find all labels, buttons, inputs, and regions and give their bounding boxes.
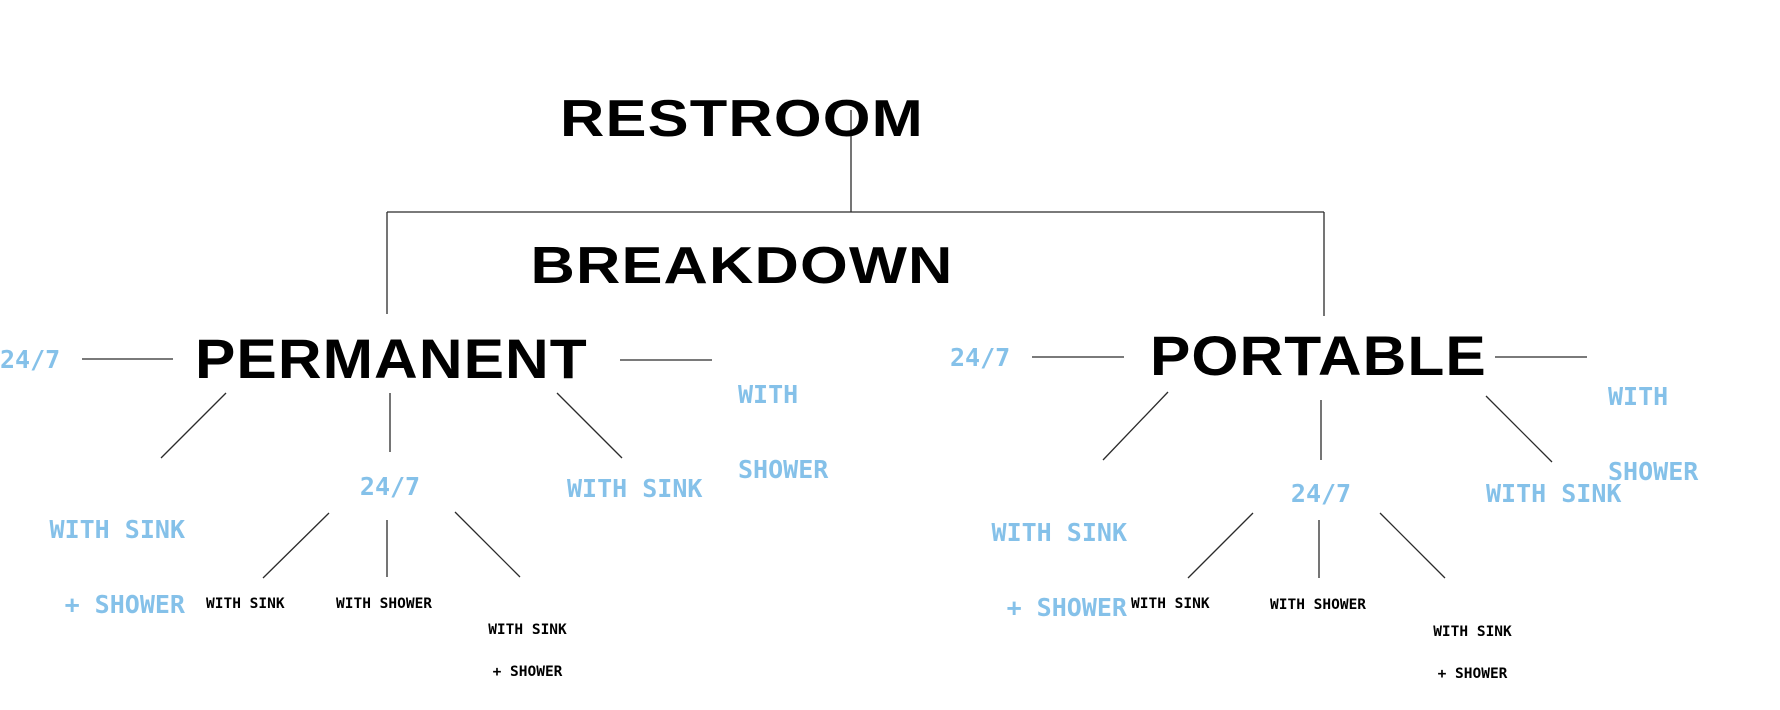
node-portable-sink: WITH SINK xyxy=(1486,479,1622,508)
connector-permanent-down-right xyxy=(556,392,623,459)
label-line: WITH SINK xyxy=(49,515,185,544)
node-permanent-247: 24/7 xyxy=(359,472,421,501)
leaf-permanent-247-sink: WITH SINK xyxy=(206,596,285,612)
connector-permanent-down-left xyxy=(160,392,227,459)
connector-portable-247-right xyxy=(1379,512,1446,579)
node-permanent: PERMANENT xyxy=(195,327,588,390)
label-line: SHOWER xyxy=(1608,457,1699,486)
node-permanent-sink-shower: WITH SINK + SHOWER xyxy=(20,467,185,667)
label-line: WITH xyxy=(738,380,799,409)
node-portable: PORTABLE xyxy=(1150,324,1487,387)
leaf-portable-247-sink: WITH SINK xyxy=(1131,596,1210,612)
label-line: + SHOWER xyxy=(1437,666,1508,682)
node-permanent-right-shower: WITH SHOWER xyxy=(738,332,828,532)
connector-portable-247-left xyxy=(1187,512,1254,579)
leaf-portable-247-shower: WITH SHOWER xyxy=(1270,597,1367,613)
diagram-title: RESTROOM BREAKDOWN xyxy=(447,0,1037,389)
node-portable-sink-shower: WITH SINK + SHOWER xyxy=(960,470,1127,670)
label-line: WITH xyxy=(1608,382,1669,411)
title-line-1: RESTROOM xyxy=(560,90,924,148)
node-permanent-left-247: 24/7 xyxy=(0,345,61,374)
label-line: WITH SINK xyxy=(1433,624,1512,640)
diagram-canvas: RESTROOM BREAKDOWN PERMANENT 24/7 WITH S… xyxy=(0,0,1698,681)
connector-portable-down-left xyxy=(1102,391,1169,461)
connector-portable-down-right xyxy=(1485,395,1553,463)
connector-lines xyxy=(82,110,1587,579)
label-line: + SHOWER xyxy=(64,590,185,619)
connector-permanent-247-right xyxy=(454,511,521,578)
label-line: + SHOWER xyxy=(492,664,563,680)
connector-permanent-247-left xyxy=(262,512,330,579)
label-line: WITH SINK xyxy=(991,518,1127,547)
label-line: SHOWER xyxy=(738,455,829,484)
label-line: WITH SINK xyxy=(488,622,567,638)
node-portable-right-shower: WITH SHOWER xyxy=(1608,334,1698,534)
leaf-permanent-247-sink-shower: WITH SINK + SHOWER xyxy=(475,595,580,707)
leaf-permanent-247-shower: WITH SHOWER xyxy=(336,596,433,612)
leaf-portable-247-sink-shower: WITH SINK + SHOWER xyxy=(1420,597,1525,709)
title-line-2: BREAKDOWN xyxy=(530,237,954,295)
node-portable-left-247: 24/7 xyxy=(950,343,1011,372)
label-line: + SHOWER xyxy=(1006,593,1127,622)
node-portable-247: 24/7 xyxy=(1290,479,1352,508)
node-permanent-sink: WITH SINK xyxy=(567,474,703,503)
